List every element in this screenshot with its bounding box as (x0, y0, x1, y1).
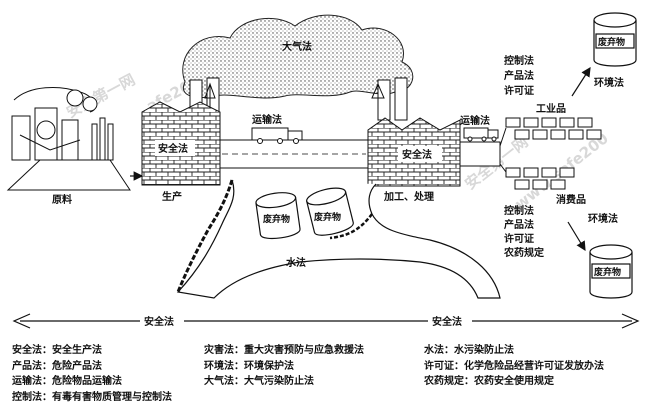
consumer-law-1: 控制法 (504, 204, 534, 217)
waste-river-2-label: 废弃物 (314, 211, 341, 223)
legend-column-3: 水法：水污染防止法 许可证：化学危险品经营许可证发放办法 农药规定：农药安全使用… (424, 343, 604, 390)
legend-item: 水法：水污染防止法 (424, 345, 514, 356)
water-law-label: 水法 (285, 256, 306, 269)
waste-barrel-top (593, 12, 637, 67)
industrial-law-1: 控制法 (504, 54, 534, 67)
waste-bottom-label: 废弃物 (594, 266, 621, 278)
industrial-law-3: 许可证 (504, 84, 534, 97)
legend-item: 控制法：有毒有害物质管理与控制法 (12, 391, 172, 403)
safety-law-arrow: 安全法 安全法 (12, 313, 640, 329)
raw-material-label: 原料 (52, 193, 72, 206)
legend-item: 许可证：化学危险品经营许可证发放办法 (424, 360, 604, 372)
processing-building: 安全法 (367, 117, 461, 187)
transport-corridor: 运输法 (219, 113, 369, 169)
env-law-top-label: 环境法 (594, 76, 624, 89)
arrow-industrial-to-waste (571, 66, 591, 97)
legend-item: 大气法：大气污染防止法 (204, 376, 314, 387)
arrow-consumer-to-waste (567, 221, 586, 252)
waste-top-label: 废弃物 (598, 36, 625, 48)
safety-law-left-label: 安全法 (158, 142, 188, 155)
production-label: 生产 (162, 190, 182, 203)
consumer-goods-label: 消费品 (556, 193, 586, 206)
safety-law-arrow-left-label: 安全法 (144, 315, 174, 328)
industrial-products (505, 117, 602, 140)
raw-material-plant (6, 87, 131, 191)
legend-item: 运输法：危险物品运输法 (12, 376, 122, 387)
waste-river-1-label: 废弃物 (263, 213, 290, 225)
safety-law-arrow-right-label: 安全法 (432, 315, 462, 328)
consumer-law-2: 产品法 (504, 218, 534, 231)
industrial-goods-label: 工业品 (536, 102, 566, 115)
legend-column-1: 安全法：安全生产法 产品法：危险产品法 运输法：危险物品运输法 控制法：有毒有害… (12, 343, 172, 405)
legend-column-2: 灾害法：重大灾害预防与应急救援法 环境法：环境保护法 大气法：大气污染防止法 (204, 343, 364, 390)
transport-law-mid-label: 运输法 (252, 113, 282, 126)
legend-item: 灾害法：重大灾害预防与应急救援法 (204, 345, 364, 356)
waste-barrel-river-1 (255, 192, 301, 240)
outbound-corridor (459, 127, 501, 167)
air-pollution-cloud: 大气法 (182, 14, 414, 99)
legend-item: 产品法：危险产品法 (12, 360, 102, 372)
env-law-bottom-label: 环境法 (588, 212, 618, 225)
air-law-label: 大气法 (282, 40, 312, 53)
production-building: 安全法 (141, 101, 221, 186)
consumer-products (505, 167, 575, 190)
consumer-law-3: 许可证 (504, 232, 534, 245)
transport-law-right-label: 运输法 (460, 114, 490, 127)
law-legend: 安全法：安全生产法 产品法：危险产品法 运输法：危险物品运输法 控制法：有毒有害… (12, 343, 644, 407)
waste-barrel-bottom (589, 244, 633, 299)
industrial-law-2: 产品法 (504, 69, 534, 82)
consumer-law-4: 农药规定 (503, 246, 544, 259)
waste-barrel-river-2 (306, 187, 354, 236)
flow-to-consumer (499, 163, 507, 173)
safety-law-right-label: 安全法 (402, 148, 432, 161)
legend-item: 环境法：环境保护法 (204, 360, 294, 372)
processing-label: 加工、处理 (383, 190, 434, 203)
legend-item: 农药规定：农药安全使用规定 (424, 376, 554, 387)
flow-to-industrial (499, 127, 507, 147)
legend-item: 安全法：安全生产法 (12, 345, 102, 356)
